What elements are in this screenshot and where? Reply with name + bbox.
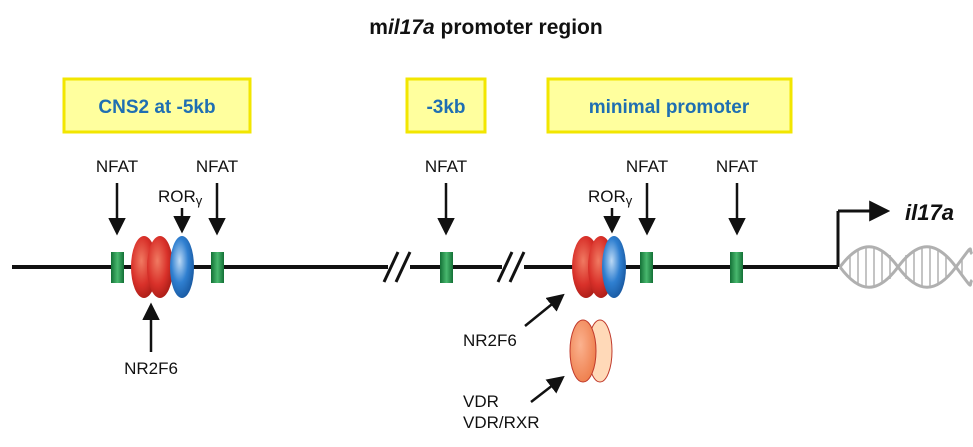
ror-gamma-protein bbox=[602, 236, 626, 298]
nr2f6-label: NR2F6 bbox=[463, 331, 517, 350]
transcription-start-arrow-icon bbox=[836, 200, 891, 267]
nfat-site bbox=[111, 252, 124, 283]
ror-gamma-label: RORγ bbox=[158, 187, 203, 208]
nr2f6-label: NR2F6 bbox=[124, 359, 178, 378]
nr2f6-protein bbox=[147, 236, 173, 298]
region-box-cns2 bbox=[62, 77, 252, 134]
nfat-label: NFAT bbox=[96, 157, 138, 176]
nfat-label: NFAT bbox=[196, 157, 238, 176]
nfat-label: NFAT bbox=[626, 157, 668, 176]
nfat-site bbox=[640, 252, 653, 283]
diagram-title: mil17a promoter region bbox=[369, 16, 602, 39]
region-label-minimal-promoter: minimal promoter bbox=[589, 97, 750, 118]
nfat-site bbox=[440, 252, 453, 283]
vdr-protein bbox=[569, 319, 597, 383]
break-mark-icon bbox=[496, 251, 526, 283]
nfat-site bbox=[730, 252, 743, 283]
ror-gamma-label: RORγ bbox=[588, 187, 633, 208]
vdr-rxr-label: VDR/RXR bbox=[463, 413, 540, 432]
nr2f6-arrow bbox=[524, 293, 565, 327]
dna-helix-icon bbox=[838, 245, 973, 289]
region-label-3kb: -3kb bbox=[426, 97, 465, 118]
nfat-label: NFAT bbox=[425, 157, 467, 176]
break-mark-icon bbox=[382, 251, 412, 283]
vdr-label: VDR bbox=[463, 392, 499, 411]
region-label-cns2: CNS2 at -5kb bbox=[98, 97, 215, 118]
nfat-site bbox=[211, 252, 224, 283]
nfat-label: NFAT bbox=[716, 157, 758, 176]
region-box-3kb bbox=[405, 77, 487, 134]
ror-gamma-protein bbox=[170, 236, 194, 298]
vdr-arrow bbox=[530, 375, 565, 403]
gene-label: il17a bbox=[905, 200, 954, 225]
region-box-minimal-promoter bbox=[546, 77, 793, 134]
